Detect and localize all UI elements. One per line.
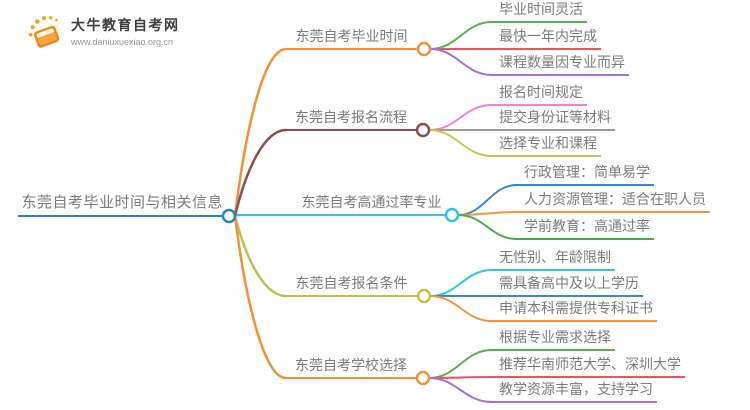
- logo-book-icon: [28, 15, 60, 48]
- root-connector-dot: [221, 208, 237, 224]
- leaf-node-4-1: 无性别、年龄限制: [489, 248, 615, 271]
- logo-url: www.daniuxuexiao.org.cn: [71, 37, 174, 47]
- logo-title: 大牛教育自考网: [71, 17, 180, 33]
- connector-line: [429, 295, 493, 322]
- leaf-node-2-2: 提交身份证等材料: [489, 108, 615, 131]
- branch-node-3: 东莞自考高通过率专业: [238, 193, 445, 216]
- branch-node-1: 东莞自考毕业时间: [286, 27, 417, 50]
- root-node: 东莞自考毕业时间与相关信息: [18, 192, 223, 217]
- leaf-node-3-2: 人力资源管理：适合在职人员: [514, 190, 710, 213]
- branch-node-2: 东莞自考报名流程: [286, 108, 416, 131]
- connector-line: [457, 214, 518, 240]
- leaf-node-5-1: 根据专业需求选择: [489, 328, 615, 351]
- connector-line: [233, 128, 288, 218]
- branch-connector-dot: [416, 41, 432, 57]
- branch-connector-dot: [415, 122, 431, 138]
- leaf-node-3-3: 学前教育：高通过率: [514, 217, 654, 240]
- leaf-node-5-3: 教学资源丰富，支持学习: [489, 380, 657, 403]
- branch-connector-dot: [415, 370, 431, 386]
- connector-line: [233, 214, 288, 380]
- connector-line: [233, 47, 288, 218]
- branch-connector-dot: [444, 207, 460, 223]
- branch-node-5: 东莞自考学校选择: [286, 356, 416, 379]
- leaf-node-2-3: 选择专业和课程: [489, 134, 601, 157]
- connector-line: [428, 377, 493, 403]
- logo: 大牛教育自考网 www.daniuxuexiao.org.cn: [26, 12, 180, 50]
- leaf-node-1-2: 最快一年内完成: [489, 27, 601, 50]
- branch-node-4: 东莞自考报名条件: [286, 274, 417, 297]
- leaf-node-4-3: 申请本科需提供专科证书: [489, 299, 657, 322]
- leaf-node-2-1: 报名时间规定: [489, 83, 587, 106]
- leaf-node-1-3: 课程数量因专业而异: [489, 53, 629, 76]
- logo-text: 大牛教育自考网 www.daniuxuexiao.org.cn: [71, 15, 180, 47]
- leaf-node-3-1: 行政管理：简单易学: [514, 163, 654, 186]
- connector-line: [429, 48, 493, 76]
- connector-line: [233, 214, 288, 298]
- connector-line: [428, 129, 493, 157]
- leaf-node-4-2: 需具备高中及以上学历: [489, 274, 643, 297]
- leaf-node-5-2: 推荐华南师范大学、深圳大学: [489, 355, 685, 378]
- branch-connector-dot: [416, 288, 432, 304]
- leaf-node-1-1: 毕业时间灵活: [489, 0, 587, 23]
